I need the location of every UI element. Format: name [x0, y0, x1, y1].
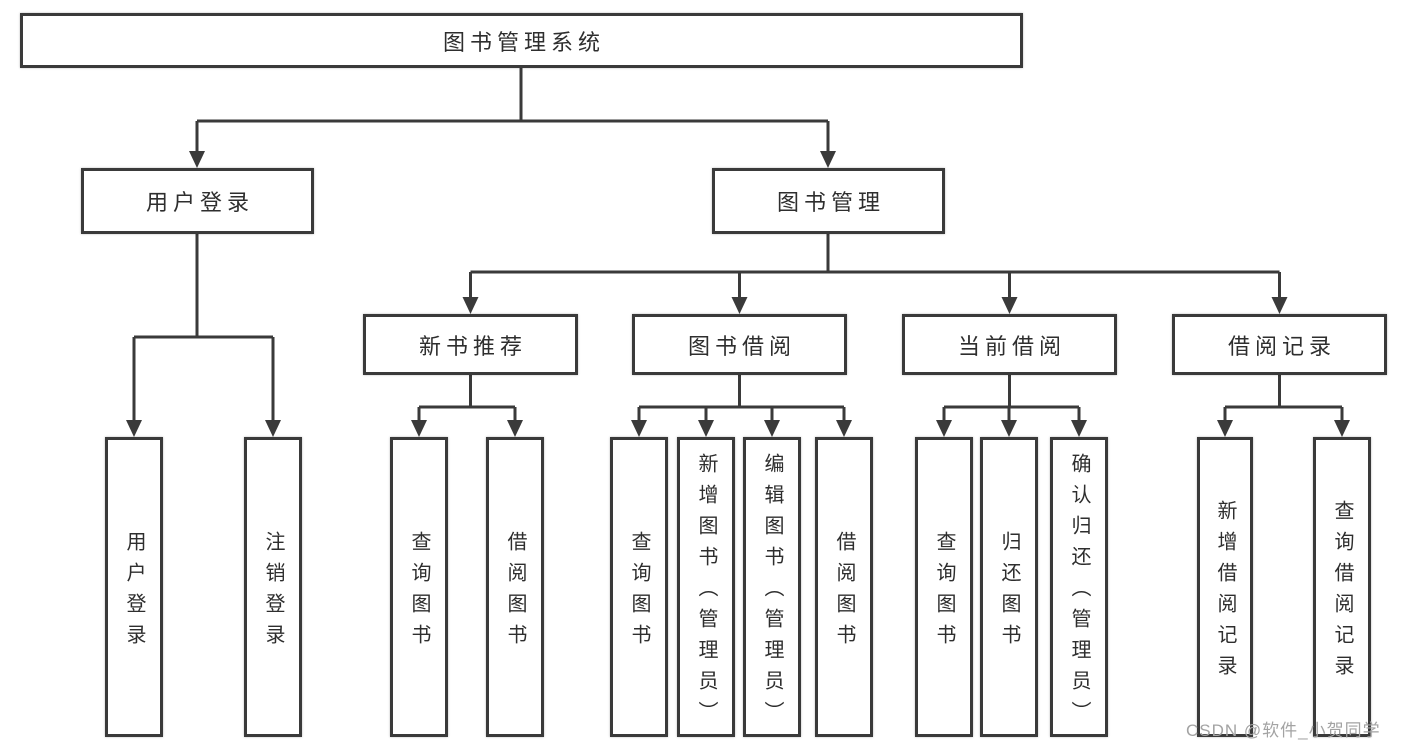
node-label: 借阅记录	[1227, 333, 1336, 359]
arrowhead	[631, 420, 647, 437]
arrowhead	[936, 420, 952, 437]
arrowhead	[731, 297, 748, 314]
arrowhead	[1071, 420, 1087, 437]
arrowhead	[836, 420, 852, 437]
node-label: 归还图书	[998, 530, 1020, 655]
node-label: 确认归还（管理员）	[1068, 453, 1090, 732]
node-label: 查询图书	[628, 530, 650, 655]
node-book-borrowing: 图书借阅	[632, 314, 847, 375]
node-user-login: 用户登录	[81, 168, 314, 234]
leaf-query-books-recommend: 查询图书	[390, 437, 448, 737]
node-label: 用户登录	[123, 530, 145, 655]
node-label: 图书管理系统	[442, 29, 605, 55]
arrowhead	[126, 420, 142, 437]
node-label: 当前借阅	[957, 333, 1066, 359]
node-label: 图书借阅	[687, 333, 796, 359]
arrowhead	[1334, 420, 1350, 437]
leaf-add-book-admin: 新增图书（管理员）	[677, 437, 735, 737]
node-label: 查询图书	[408, 530, 430, 655]
arrowhead	[764, 420, 780, 437]
arrowhead	[411, 420, 427, 437]
leaf-borrow-books: 借阅图书	[815, 437, 873, 737]
arrowhead	[265, 420, 281, 437]
arrowhead	[189, 151, 205, 168]
node-label: 新增图书（管理员）	[695, 453, 717, 732]
leaf-user-login: 用户登录	[105, 437, 163, 737]
node-borrowing-records: 借阅记录	[1172, 314, 1387, 375]
node-current-borrowing: 当前借阅	[902, 314, 1117, 375]
arrowhead	[1001, 420, 1017, 437]
node-label: 注销登录	[262, 530, 284, 655]
node-label: 新增借阅记录	[1214, 499, 1236, 686]
leaf-confirm-return-admin: 确认归还（管理员）	[1050, 437, 1108, 737]
watermark: CSDN @软件_小贺同学	[1186, 721, 1381, 740]
node-label: 借阅图书	[833, 530, 855, 655]
leaf-logout: 注销登录	[244, 437, 302, 737]
node-library-management-system: 图书管理系统	[20, 13, 1023, 68]
arrowhead	[1217, 420, 1233, 437]
leaf-add-borrow-record: 新增借阅记录	[1197, 437, 1253, 737]
leaf-query-borrow-record: 查询借阅记录	[1313, 437, 1371, 737]
node-label: 新书推荐	[418, 333, 527, 359]
node-label: 编辑图书（管理员）	[761, 453, 783, 732]
arrowhead	[698, 420, 714, 437]
node-label: 查询图书	[933, 530, 955, 655]
leaf-query-books-borrow: 查询图书	[610, 437, 668, 737]
leaf-borrow-books-recommend: 借阅图书	[486, 437, 544, 737]
arrowhead	[507, 420, 523, 437]
node-label: 图书管理	[776, 190, 885, 215]
node-label: 查询借阅记录	[1331, 499, 1353, 686]
arrowhead	[820, 151, 836, 168]
leaf-query-books-current: 查询图书	[915, 437, 973, 737]
arrowhead	[1001, 297, 1018, 314]
arrowhead	[1271, 297, 1288, 314]
node-book-management: 图书管理	[712, 168, 945, 234]
node-new-book-recommendation: 新书推荐	[363, 314, 578, 375]
node-label: 借阅图书	[504, 530, 526, 655]
leaf-edit-book-admin: 编辑图书（管理员）	[743, 437, 801, 737]
leaf-return-book: 归还图书	[980, 437, 1038, 737]
arrowhead	[462, 297, 479, 314]
node-label: 用户登录	[145, 190, 254, 215]
